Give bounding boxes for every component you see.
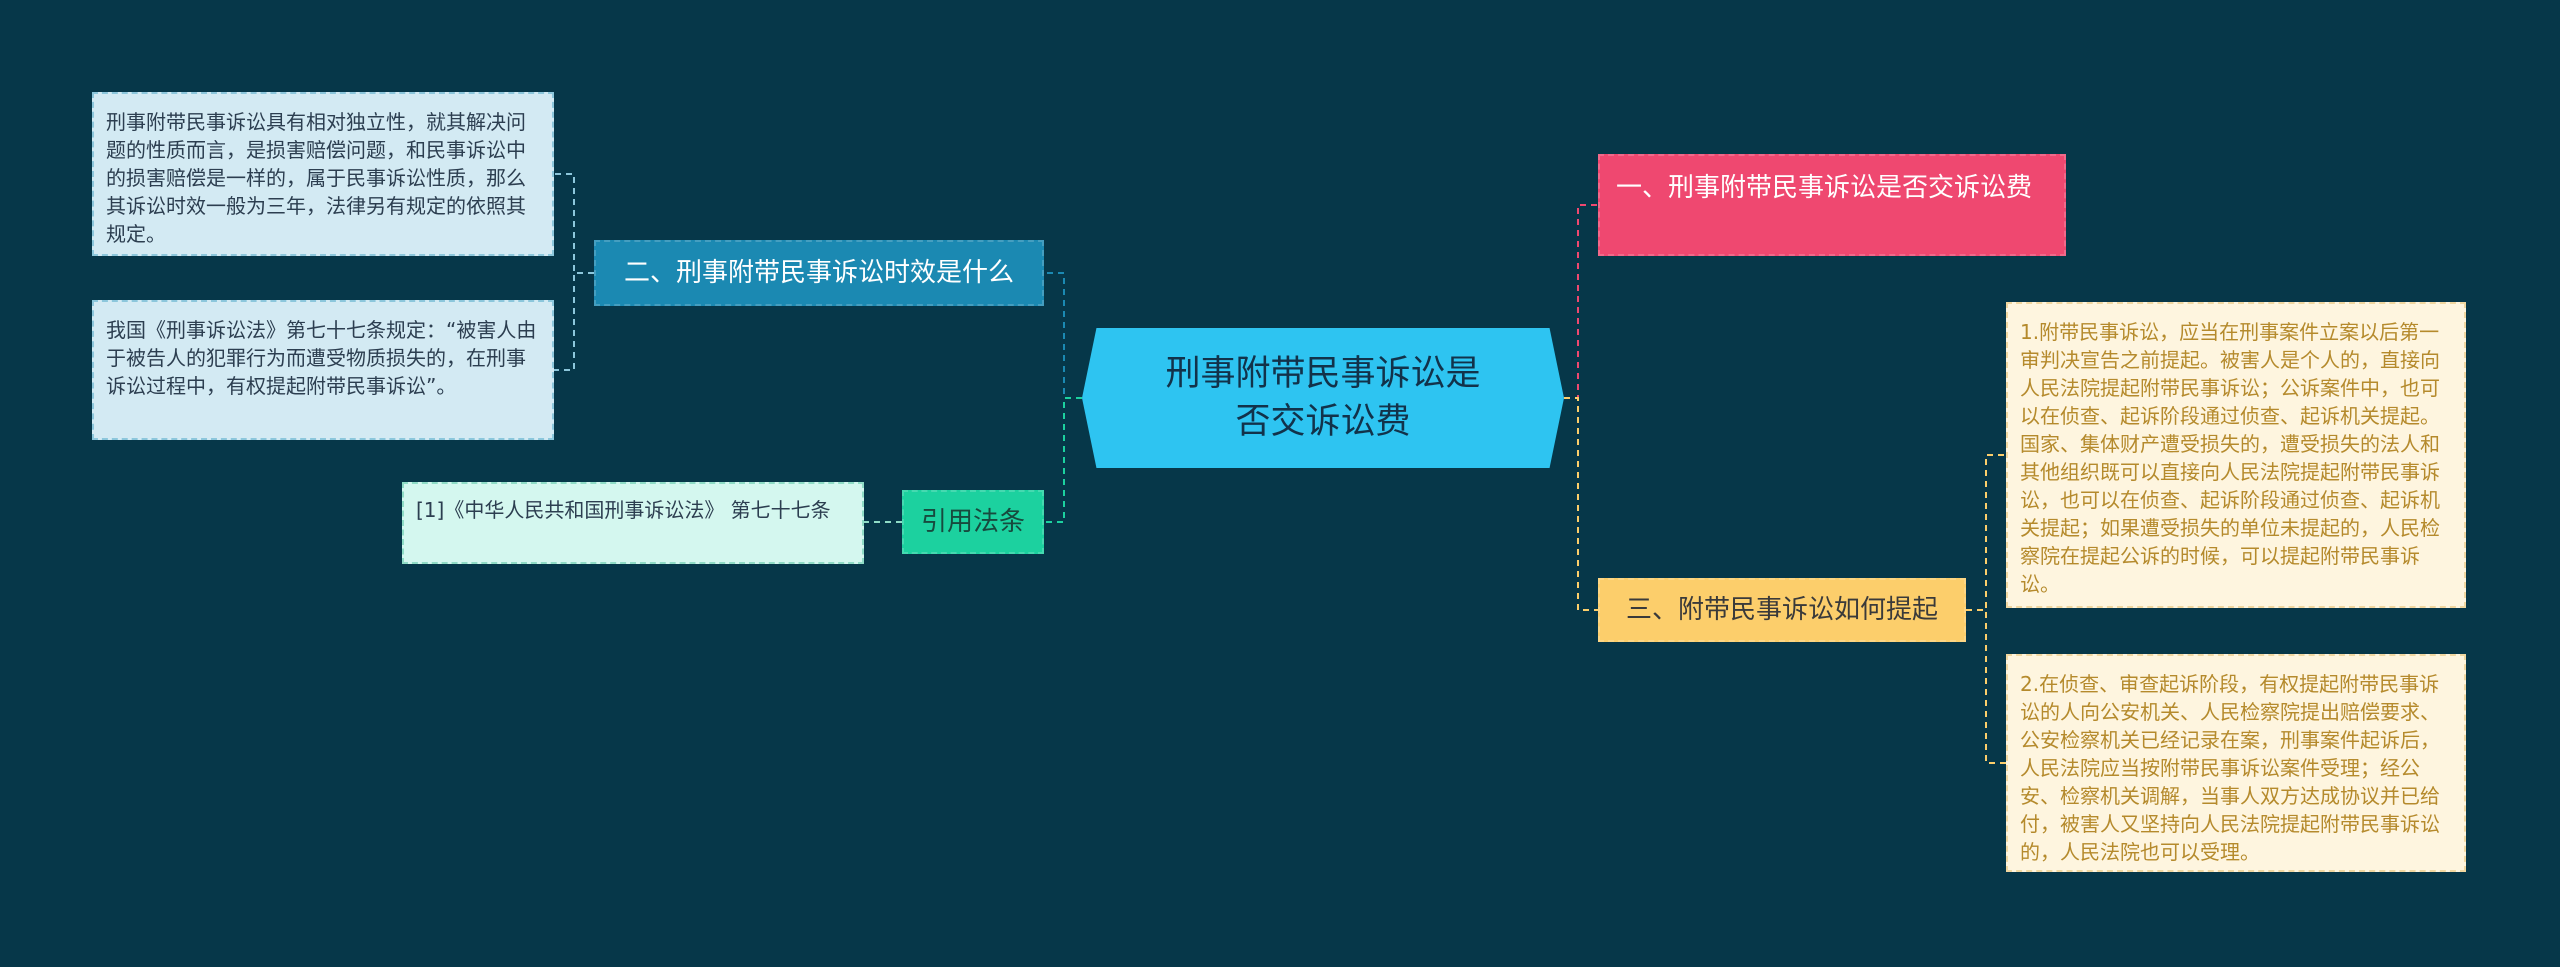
leaf-node[interactable]: 我国《刑事诉讼法》第七十七条规定：“被害人由于被告人的犯罪行为而遭受物质损失的，… xyxy=(92,300,554,440)
branch-node-citation[interactable]: 引用法条 xyxy=(902,490,1044,554)
central-topic-label: 刑事附带民事诉讼是否交诉讼费 xyxy=(1165,354,1481,442)
link-center-branch1 xyxy=(1564,204,1598,399)
link-center-branch3 xyxy=(1564,397,1598,611)
branch-node-how-to-file[interactable]: 三、附带民事诉讼如何提起 xyxy=(1598,578,1966,642)
branch-label: 一、刑事附带民事诉讼是否交诉讼费 xyxy=(1616,173,2033,203)
link-branch3-leaf2 xyxy=(1966,609,2006,764)
branch-label: 引用法条 xyxy=(920,507,1025,537)
leaf-text: 我国《刑事诉讼法》第七十七条规定：“被害人由于被告人的犯罪行为而遭受物质损失的，… xyxy=(106,318,537,398)
leaf-node[interactable]: 1.附带民事诉讼，应当在刑事案件立案以后第一审判决宣告之前提起。被害人是个人的，… xyxy=(2006,302,2466,608)
link-center-branch4 xyxy=(1044,397,1082,523)
leaf-text: 刑事附带民事诉讼具有相对独立性，就其解决问题的性质而言，是损害赔偿问题，和民事诉… xyxy=(106,110,526,246)
branch-node-limitation[interactable]: 二、刑事附带民事诉讼时效是什么 xyxy=(594,240,1044,306)
link-branch3-leaf1 xyxy=(1966,454,2006,611)
leaf-node[interactable]: [1]《中华人民共和国刑事诉讼法》 第七十七条 xyxy=(402,482,864,564)
leaf-node[interactable]: 2.在侦查、审查起诉阶段，有权提起附带民事诉讼的人向公安机关、人民检察院提出赔偿… xyxy=(2006,654,2466,872)
link-branch2-leaf2 xyxy=(554,272,594,371)
leaf-text: 1.附带民事诉讼，应当在刑事案件立案以后第一审判决宣告之前提起。被害人是个人的，… xyxy=(2020,320,2440,596)
leaf-node[interactable]: 刑事附带民事诉讼具有相对独立性，就其解决问题的性质而言，是损害赔偿问题，和民事诉… xyxy=(92,92,554,256)
branch-label: 三、附带民事诉讼如何提起 xyxy=(1625,595,1938,625)
leaf-text: [1]《中华人民共和国刑事诉讼法》 第七十七条 xyxy=(416,498,831,522)
central-topic[interactable]: 刑事附带民事诉讼是否交诉讼费 xyxy=(1082,328,1564,468)
leaf-text: 2.在侦查、审查起诉阶段，有权提起附带民事诉讼的人向公安机关、人民检察院提出赔偿… xyxy=(2020,672,2440,864)
branch-node-fee[interactable]: 一、刑事附带民事诉讼是否交诉讼费 xyxy=(1598,154,2066,256)
link-branch2-leaf1 xyxy=(554,173,594,274)
link-center-branch2 xyxy=(1044,272,1082,399)
branch-label: 二、刑事附带民事诉讼时效是什么 xyxy=(623,258,1014,288)
